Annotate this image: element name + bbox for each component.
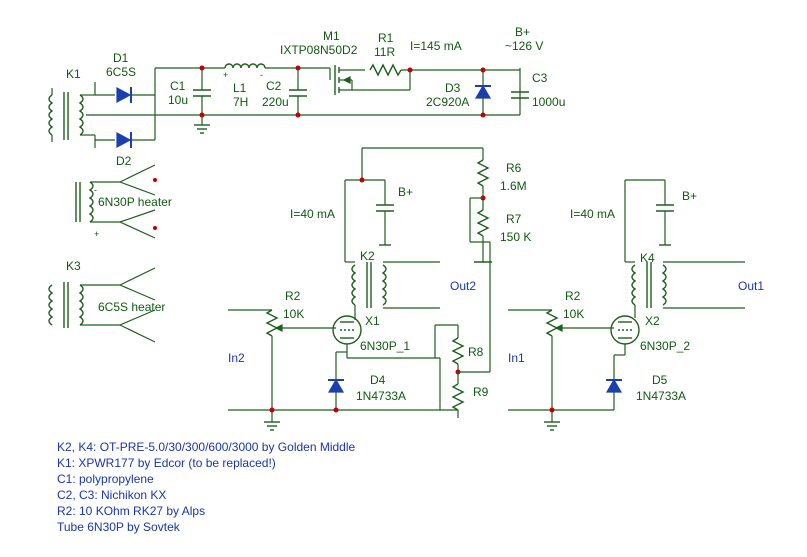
label-k3: K3 — [66, 259, 81, 273]
zener-d4 — [327, 378, 345, 410]
label-r6-value: 1.6M — [500, 179, 527, 193]
label-bplus-left: B+ — [398, 185, 413, 199]
label-d1: D1 — [113, 51, 129, 65]
label-heater-6n30p: 6N30P heater — [98, 195, 172, 209]
label-current-right: I=40 mA — [570, 207, 615, 221]
label-out1: Out1 — [738, 279, 764, 293]
inductor-l1 — [224, 63, 330, 69]
zener-d3 — [474, 70, 492, 115]
label-r8: R8 — [468, 345, 484, 359]
label-l1: L1 — [233, 81, 247, 95]
capacitor-c3 — [483, 69, 529, 99]
label-current-main: I=145 mA — [410, 39, 462, 53]
capacitor-c1 — [193, 68, 211, 134]
label-m1-value: IXTP08N50D2 — [280, 43, 358, 57]
label-c3: C3 — [532, 71, 548, 85]
note-line-1: K2, K4: OT-PRE-5.0/30/300/600/3000 by Go… — [57, 440, 356, 454]
transformer-k4 — [625, 261, 745, 318]
label-k2: K2 — [360, 249, 375, 263]
label-r6: R6 — [506, 161, 522, 175]
label-in1: In1 — [508, 351, 525, 365]
label-d1-value: 6C5S — [106, 65, 136, 79]
label-d2: D2 — [116, 154, 132, 168]
label-current-left: I=40 mA — [290, 207, 335, 221]
label-c3-value: 1000u — [532, 95, 565, 109]
label-out2: Out2 — [450, 279, 476, 293]
capacitor-c2 — [289, 68, 307, 115]
label-c2: C2 — [266, 79, 282, 93]
label-d4-value: 1N4733A — [356, 389, 406, 403]
label-k4: K4 — [640, 251, 655, 265]
transformer-k2 — [345, 261, 440, 320]
transformer-k1 — [48, 82, 110, 148]
pot-r2-left — [228, 309, 336, 410]
label-heater1-minus: - — [94, 185, 97, 195]
label-l1-plus: + — [223, 70, 228, 80]
label-r2-right: R2 — [565, 289, 581, 303]
pot-r2-right — [508, 309, 614, 410]
label-d3-value: 2C920A — [426, 95, 469, 109]
label-r2-left: R2 — [285, 289, 301, 303]
zener-d5 — [605, 378, 623, 410]
resistor-r8 — [451, 325, 465, 372]
transformer-k3 — [48, 267, 156, 343]
mosfet-m1 — [329, 65, 410, 95]
label-x2: X2 — [645, 314, 660, 328]
note-line-4: C2, C3: Nichikon KX — [57, 488, 166, 502]
label-heater-6c5s: 6C5S heater — [98, 300, 165, 314]
diode-d1 — [95, 86, 155, 104]
label-c1: C1 — [170, 79, 186, 93]
label-bplus-main: B+ — [515, 25, 530, 39]
note-line-5: R2: 10 KOhm RK27 by Alps — [57, 504, 205, 518]
label-r2-left-value: 10K — [283, 307, 304, 321]
diode-d2 — [95, 68, 156, 149]
right-channel-wiring — [624, 179, 674, 262]
resistor-r9 — [451, 372, 465, 418]
notes-block: K2, K4: OT-PRE-5.0/30/300/600/3000 by Go… — [57, 440, 356, 534]
left-channel-wiring — [344, 147, 483, 262]
label-c1-value: 10u — [168, 93, 188, 107]
label-r1-value: 11R — [374, 45, 395, 59]
tube-x1 — [332, 315, 362, 345]
heater-winding-6n30p — [75, 164, 157, 239]
label-d4: D4 — [370, 373, 386, 387]
resistor-r7 — [474, 198, 492, 263]
label-l1-minus: - — [260, 70, 263, 80]
label-k1: K1 — [66, 67, 81, 81]
label-heater1-plus: + — [94, 229, 99, 239]
note-line-3: C1: polypropylene — [57, 472, 154, 486]
tube-x2 — [610, 315, 640, 345]
label-l1-value: 7H — [233, 95, 248, 109]
note-line-6: Tube 6N30P by Sovtek — [57, 520, 181, 534]
label-x1-value: 6N30P_1 — [360, 339, 410, 353]
label-d5: D5 — [652, 373, 668, 387]
label-c2-value: 220u — [262, 95, 289, 109]
label-d3: D3 — [445, 81, 461, 95]
label-r7: R7 — [506, 212, 522, 226]
label-r9: R9 — [473, 385, 489, 399]
note-line-2: K1: XPWR177 by Edcor (to be replaced!) — [57, 456, 276, 470]
label-x1: X1 — [365, 314, 380, 328]
label-r1: R1 — [378, 31, 394, 45]
label-r2-right-value: 10K — [563, 307, 584, 321]
label-bplus-right: B+ — [682, 189, 697, 203]
label-x2-value: 6N30P_2 — [640, 339, 690, 353]
resistor-r6 — [476, 148, 490, 198]
label-bplus-voltage: ~126 V — [505, 39, 543, 53]
label-in2: In2 — [228, 351, 245, 365]
label-m1: M1 — [323, 29, 340, 43]
label-d5-value: 1N4733A — [636, 389, 686, 403]
label-r7-value: 150 K — [500, 230, 531, 244]
resistor-r1 — [369, 63, 483, 90]
